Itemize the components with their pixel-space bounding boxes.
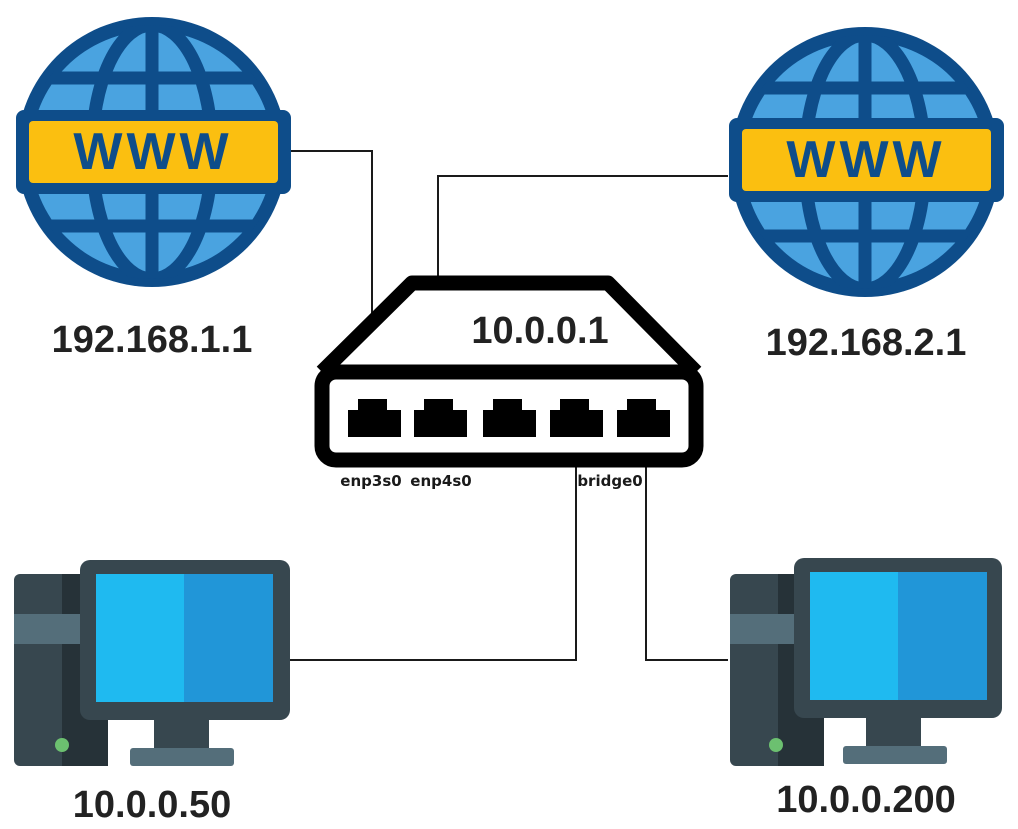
port-4-bridge0: [550, 399, 603, 437]
port-2-enp4s0: [414, 399, 467, 437]
ip-label-pc-left: 10.0.0.50: [73, 784, 231, 826]
ip-label-internet-right: 192.168.2.1: [766, 322, 967, 364]
desktop-computer-icon-right: [730, 558, 1002, 766]
port-1-enp3s0: [348, 399, 401, 437]
interface-label-enp4s0: enp4s0: [410, 472, 471, 490]
www-badge-text: WWW: [73, 123, 232, 181]
www-badge-text: WWW: [786, 131, 945, 189]
ip-label-internet-left: 192.168.1.1: [52, 319, 253, 361]
ip-label-pc-right: 10.0.0.200: [776, 779, 956, 821]
interface-label-bridge0: bridge0: [577, 472, 642, 490]
switch-ports: [348, 399, 670, 437]
globe-www-icon-right: WWW: [729, 27, 1004, 297]
power-led: [769, 738, 783, 752]
port-3: [483, 399, 536, 437]
network-switch-icon: [314, 275, 704, 468]
wire-pc-right-to-bridge0: [645, 418, 728, 661]
ip-label-switch: 10.0.0.1: [471, 310, 608, 352]
interface-label-enp3s0: enp3s0: [340, 472, 401, 490]
desktop-computer-icon-left: [14, 560, 290, 766]
port-5-bridge0: [617, 399, 670, 437]
wire-pc-left-to-bridge0: [290, 418, 577, 661]
globe-www-icon-left: WWW: [16, 17, 291, 287]
power-led: [55, 738, 69, 752]
